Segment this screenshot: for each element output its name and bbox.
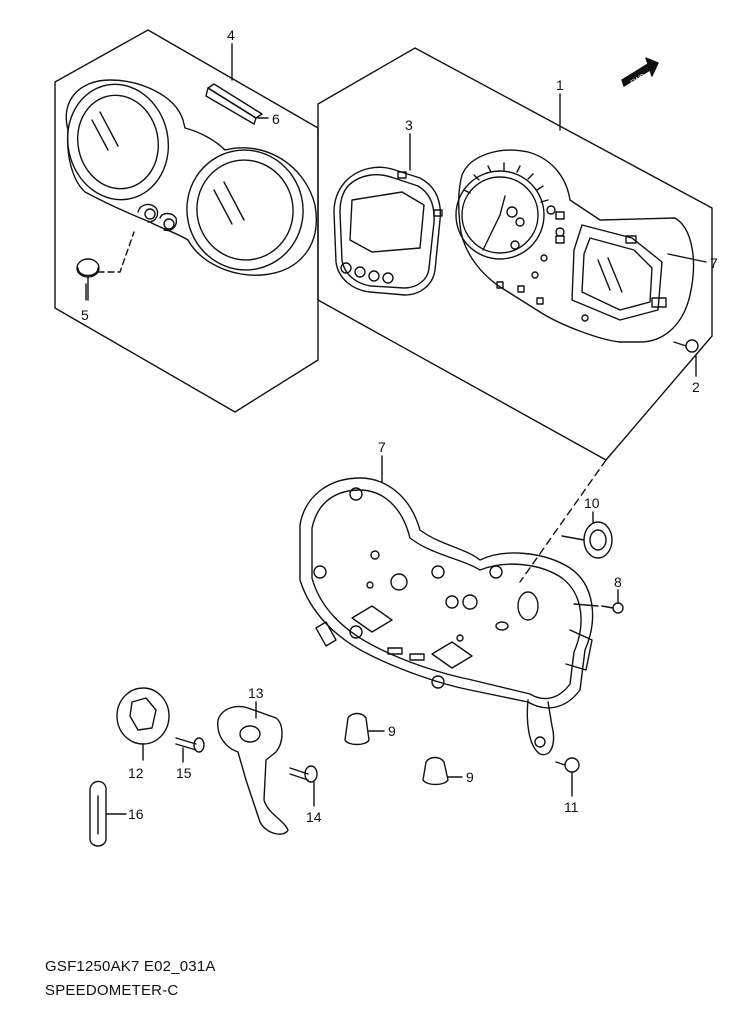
- diagram-code: GSF1250AK7 E02_031A: [45, 958, 216, 975]
- front-cover-group-box: [54, 29, 319, 413]
- callout-7-upper: 7: [710, 255, 718, 271]
- cushion-lower: [422, 756, 449, 786]
- bracket-screw: [555, 757, 580, 773]
- callout-12: 12: [128, 765, 144, 781]
- socket-screw: [175, 737, 205, 753]
- meter-assembly: [455, 149, 695, 343]
- callout-5: 5: [81, 307, 89, 323]
- lamp-socket: [116, 687, 170, 761]
- lcd-display-frame: [333, 166, 443, 296]
- callout-2: 2: [692, 379, 700, 395]
- callout-7-lower: 7: [378, 439, 386, 455]
- meter-screw: [673, 339, 699, 353]
- callout-14: 14: [306, 809, 322, 825]
- callout-8: 8: [614, 574, 622, 590]
- meter-case: [299, 477, 594, 756]
- callout-15: 15: [176, 765, 192, 781]
- bulb-socket: [76, 258, 100, 301]
- callout-11: 11: [564, 799, 579, 815]
- bracket-bolt: [289, 765, 318, 783]
- callout-16: 16: [128, 806, 144, 822]
- callout-3: 3: [405, 117, 413, 133]
- callout-6: 6: [272, 111, 280, 127]
- meter-assembly-group-box: [317, 47, 713, 461]
- meter-bracket: [217, 701, 289, 835]
- case-screw: [601, 602, 624, 614]
- callout-4: 4: [227, 27, 235, 43]
- case-grommet: [561, 521, 613, 559]
- callout-9-lower: 9: [466, 769, 474, 785]
- wire-strap: [89, 780, 107, 847]
- fwd-arrow-icon: [621, 57, 659, 87]
- meter-front-cover: [65, 79, 317, 276]
- callout-10: 10: [584, 495, 600, 511]
- cushion-upper: [344, 712, 370, 746]
- indicator-label-plate: [205, 83, 263, 125]
- diagram-title: SPEEDOMETER-C: [45, 982, 179, 999]
- callout-9-upper: 9: [388, 723, 396, 739]
- callout-13: 13: [248, 685, 264, 701]
- callout-1: 1: [556, 77, 564, 93]
